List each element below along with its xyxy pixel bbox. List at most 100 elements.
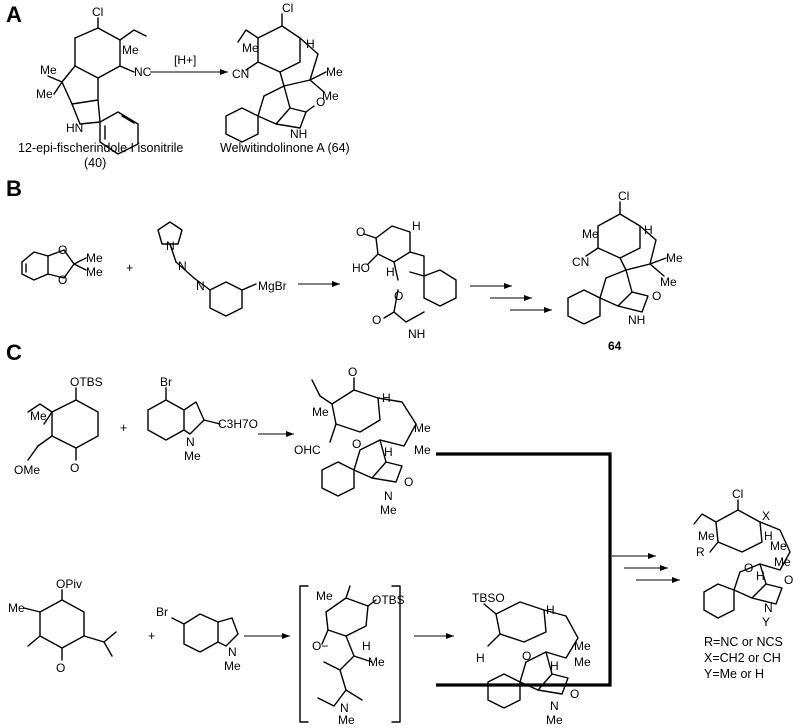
atom-opiv-c1: OPiv	[56, 577, 82, 591]
atom-br-c2: Br	[156, 605, 168, 619]
atom-nc-a1: NC	[134, 65, 152, 79]
atom-x-c1: X	[762, 509, 770, 523]
arrow-head-c1	[286, 431, 294, 437]
atom-h-c6: H	[476, 651, 485, 665]
atom-cl-b1: Cl	[618, 189, 629, 203]
atom-cl-c1: Cl	[732, 487, 743, 501]
atom-mgbr-b1: MgBr	[258, 279, 287, 293]
atom-o-c8: O	[522, 649, 531, 663]
atom-n-c5: N	[340, 701, 349, 715]
atom-me-a4: Me	[242, 41, 259, 55]
atom-me-b2: Me	[86, 265, 103, 279]
atom-me-c7: Me	[698, 529, 715, 543]
atom-o-c6: O	[784, 573, 793, 587]
atom-me-b5: Me	[660, 275, 677, 289]
atom-otbs-c1: OTBS	[70, 375, 103, 389]
atom-me-c4: Me	[414, 421, 431, 435]
atom-h-c1: H	[382, 391, 391, 405]
atom-r-c1: R	[696, 545, 705, 559]
atom-o-c2: O	[348, 365, 357, 379]
caption-fischerindole-number: (40)	[84, 156, 106, 170]
multistep-arrows-b	[470, 283, 552, 313]
atom-me-c1: Me	[30, 409, 47, 423]
atom-me-c13: Me	[368, 655, 385, 669]
structure-triazene-grignard	[157, 221, 257, 317]
structure-welwitindolinone-b	[567, 201, 667, 325]
final-note-x: X=CH2 or CH	[704, 651, 781, 665]
atom-o-c7: O	[56, 661, 65, 675]
atom-n-b3: N	[196, 279, 205, 293]
atom-ho-b1: HO	[352, 261, 370, 275]
atom-o-b5: O	[372, 313, 381, 327]
atom-me-c5: Me	[414, 443, 431, 457]
convergence-bracket	[436, 452, 612, 687]
atom-cn-a1: CN	[232, 67, 249, 81]
atom-hn-a1: HN	[66, 121, 83, 135]
atom-o-b6: O	[652, 289, 661, 303]
atom-me-c11: Me	[224, 659, 241, 673]
atom-h-c3: H	[764, 529, 773, 543]
atom-o-a1: O	[316, 95, 325, 109]
atom-me-b4: Me	[666, 251, 683, 265]
atom-me-a1: Me	[122, 43, 139, 57]
atom-o-c1: O	[70, 461, 79, 475]
atom-me-a2: Me	[40, 63, 57, 77]
atom-n-c6: N	[550, 699, 559, 713]
structure-otbs-cyclohexanone	[27, 387, 99, 461]
atom-n-c2: N	[384, 489, 393, 503]
structure-cyclohexadiene-acetonide	[21, 249, 87, 281]
atom-n-b1: N	[166, 239, 175, 253]
atom-c3h7o-c1: C3H7O	[218, 417, 258, 431]
atom-br-c1: Br	[160, 375, 172, 389]
atom-h-b3: H	[644, 223, 653, 237]
atom-me-c3: Me	[312, 405, 329, 419]
atom-h-c8: H	[550, 659, 559, 673]
atom-o-b2: O	[58, 273, 67, 287]
atom-me-b3: Me	[582, 227, 599, 241]
atom-o-c4: O	[404, 475, 413, 489]
atom-me-c6: Me	[380, 503, 397, 517]
atom-o-c3: O	[352, 437, 361, 451]
reagent-acid: [H+]	[174, 53, 196, 67]
atom-ohc-c1: OHC	[294, 443, 321, 457]
arrow-head-c3	[446, 633, 454, 639]
atom-me-c8: Me	[770, 539, 787, 553]
bracket-right	[391, 585, 401, 723]
atom-me-b1: Me	[86, 251, 103, 265]
atom-n-c4: N	[228, 645, 237, 659]
atom-h-c5: H	[362, 639, 371, 653]
atom-me-c14: Me	[338, 713, 355, 727]
atom-nh-b2: NH	[628, 313, 645, 327]
caption-welwitindolinone: Welwitindolinone A (64)	[220, 141, 350, 155]
plus-c-bottom: +	[148, 629, 155, 643]
structure-welwitindolinone-a	[225, 13, 327, 143]
structure-fischerindole-isonitrile	[47, 17, 147, 155]
panel-label-c: C	[6, 340, 22, 365]
arrow-head-b1	[332, 281, 340, 287]
plus-b: +	[126, 261, 133, 275]
final-note-y: Y=Me or H	[704, 667, 764, 681]
panel-label-a: A	[6, 2, 22, 27]
atom-o-b3: O	[356, 225, 365, 239]
atom-n-b2: N	[178, 259, 187, 273]
structure-welwitindolinone-general	[693, 499, 791, 619]
atom-me-c17: Me	[546, 713, 563, 727]
atom-n-c1: N	[186, 435, 195, 449]
atom-nh-a1: NH	[290, 127, 307, 141]
structure-cyclobutane-carbamate	[363, 225, 457, 323]
multistep-arrows-c	[612, 553, 680, 583]
caption-fischerindole: 12-epi-fischerindole I isonitrile	[18, 141, 183, 155]
atom-h-c2: H	[384, 445, 393, 459]
atom-me-c16: Me	[574, 655, 591, 669]
atom-h-c7: H	[546, 603, 555, 617]
atom-me-c10: Me	[8, 601, 25, 615]
atom-me-c12: Me	[316, 589, 333, 603]
atom-o-b1: O	[58, 243, 67, 257]
atom-ome-c1: OMe	[14, 463, 40, 477]
atom-o-c5: O	[744, 561, 753, 575]
atom-cl-a2: Cl	[282, 1, 293, 15]
structure-tbso-tetracycle	[483, 601, 579, 709]
plus-c-top: +	[120, 421, 127, 435]
structure-bromoindole-ketone	[147, 387, 221, 441]
